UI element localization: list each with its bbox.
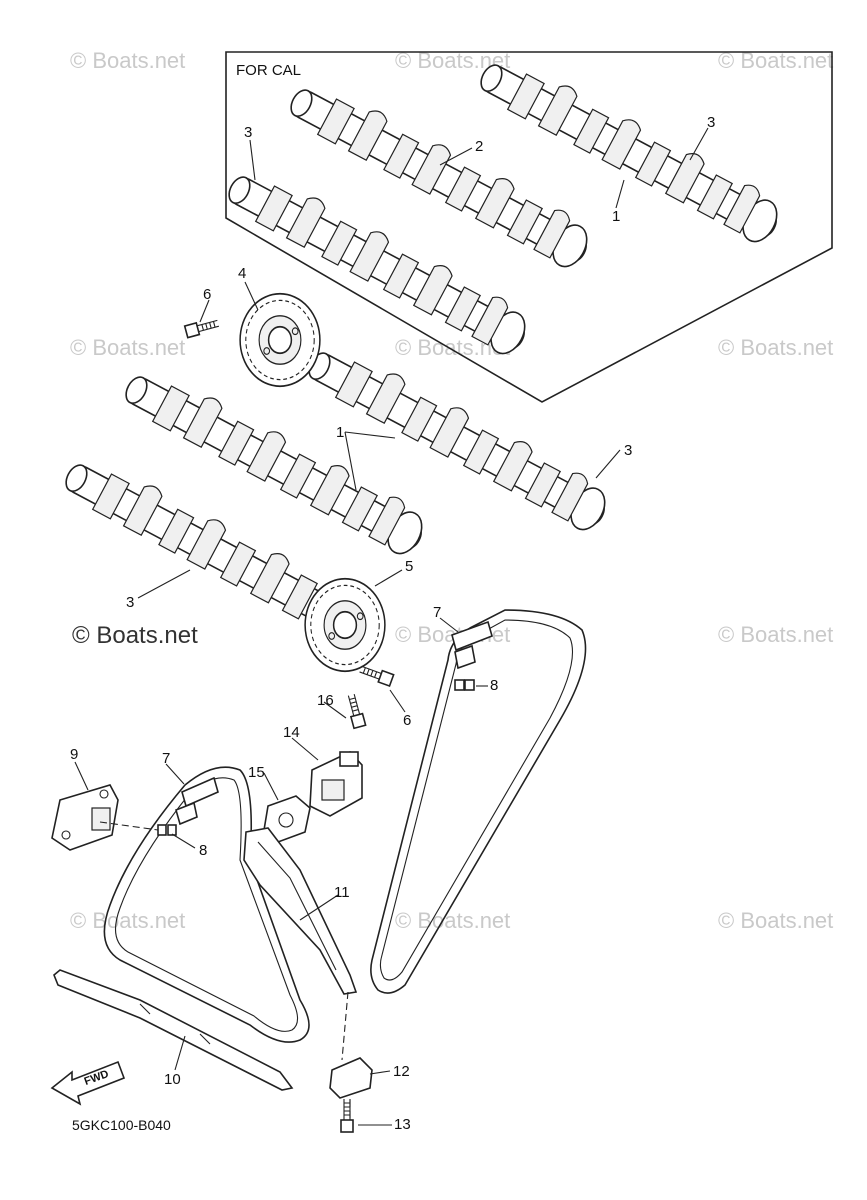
drawing-code: 5GKC100-B040 bbox=[72, 1117, 171, 1133]
callout-11: 11 bbox=[334, 884, 350, 901]
timing-chain-right bbox=[370, 609, 587, 994]
callout-8: 8 bbox=[490, 677, 499, 694]
watermark: © Boats.net bbox=[718, 622, 834, 647]
watermark: © Boats.net bbox=[70, 335, 186, 360]
callout-14: 14 bbox=[283, 724, 300, 741]
guide-bracket bbox=[329, 1057, 373, 1099]
callout-3: 3 bbox=[126, 594, 135, 611]
inset-label: FOR CAL bbox=[236, 62, 302, 79]
callout-10: 10 bbox=[164, 1071, 181, 1088]
callout-7: 7 bbox=[433, 604, 442, 621]
fwd-arrow bbox=[50, 1060, 126, 1106]
callout-3: 3 bbox=[624, 442, 633, 459]
inset-box bbox=[225, 51, 833, 403]
watermark: © Boats.net bbox=[70, 48, 186, 73]
chain-guide-stopper bbox=[51, 784, 119, 851]
chain-guide-exhaust bbox=[243, 827, 358, 995]
callout-6: 6 bbox=[203, 286, 212, 303]
watermark: © Boats.net bbox=[72, 622, 198, 649]
callout-3: 3 bbox=[244, 124, 253, 141]
callout-7: 7 bbox=[162, 750, 171, 767]
callout-13: 13 bbox=[394, 1116, 411, 1133]
callout-5: 5 bbox=[405, 558, 414, 575]
callout-1: 1 bbox=[336, 424, 345, 441]
chain-guide-intake bbox=[53, 969, 294, 1091]
callout-12: 12 bbox=[393, 1063, 410, 1080]
callout-16: 16 bbox=[317, 692, 334, 709]
timing-chain-left bbox=[103, 766, 310, 1043]
callout-8: 8 bbox=[199, 842, 208, 859]
callout-2: 2 bbox=[475, 138, 484, 155]
callout-9: 9 bbox=[70, 746, 79, 763]
watermark: © Boats.net bbox=[70, 908, 186, 933]
callout-1: 1 bbox=[612, 208, 621, 225]
callout-6: 6 bbox=[403, 712, 412, 729]
callout-3: 3 bbox=[707, 114, 716, 131]
watermark: © Boats.net bbox=[718, 908, 834, 933]
watermark: © Boats.net bbox=[718, 335, 834, 360]
watermark: © Boats.net bbox=[395, 908, 511, 933]
callout-4: 4 bbox=[238, 265, 247, 282]
callout-15: 15 bbox=[248, 764, 265, 781]
